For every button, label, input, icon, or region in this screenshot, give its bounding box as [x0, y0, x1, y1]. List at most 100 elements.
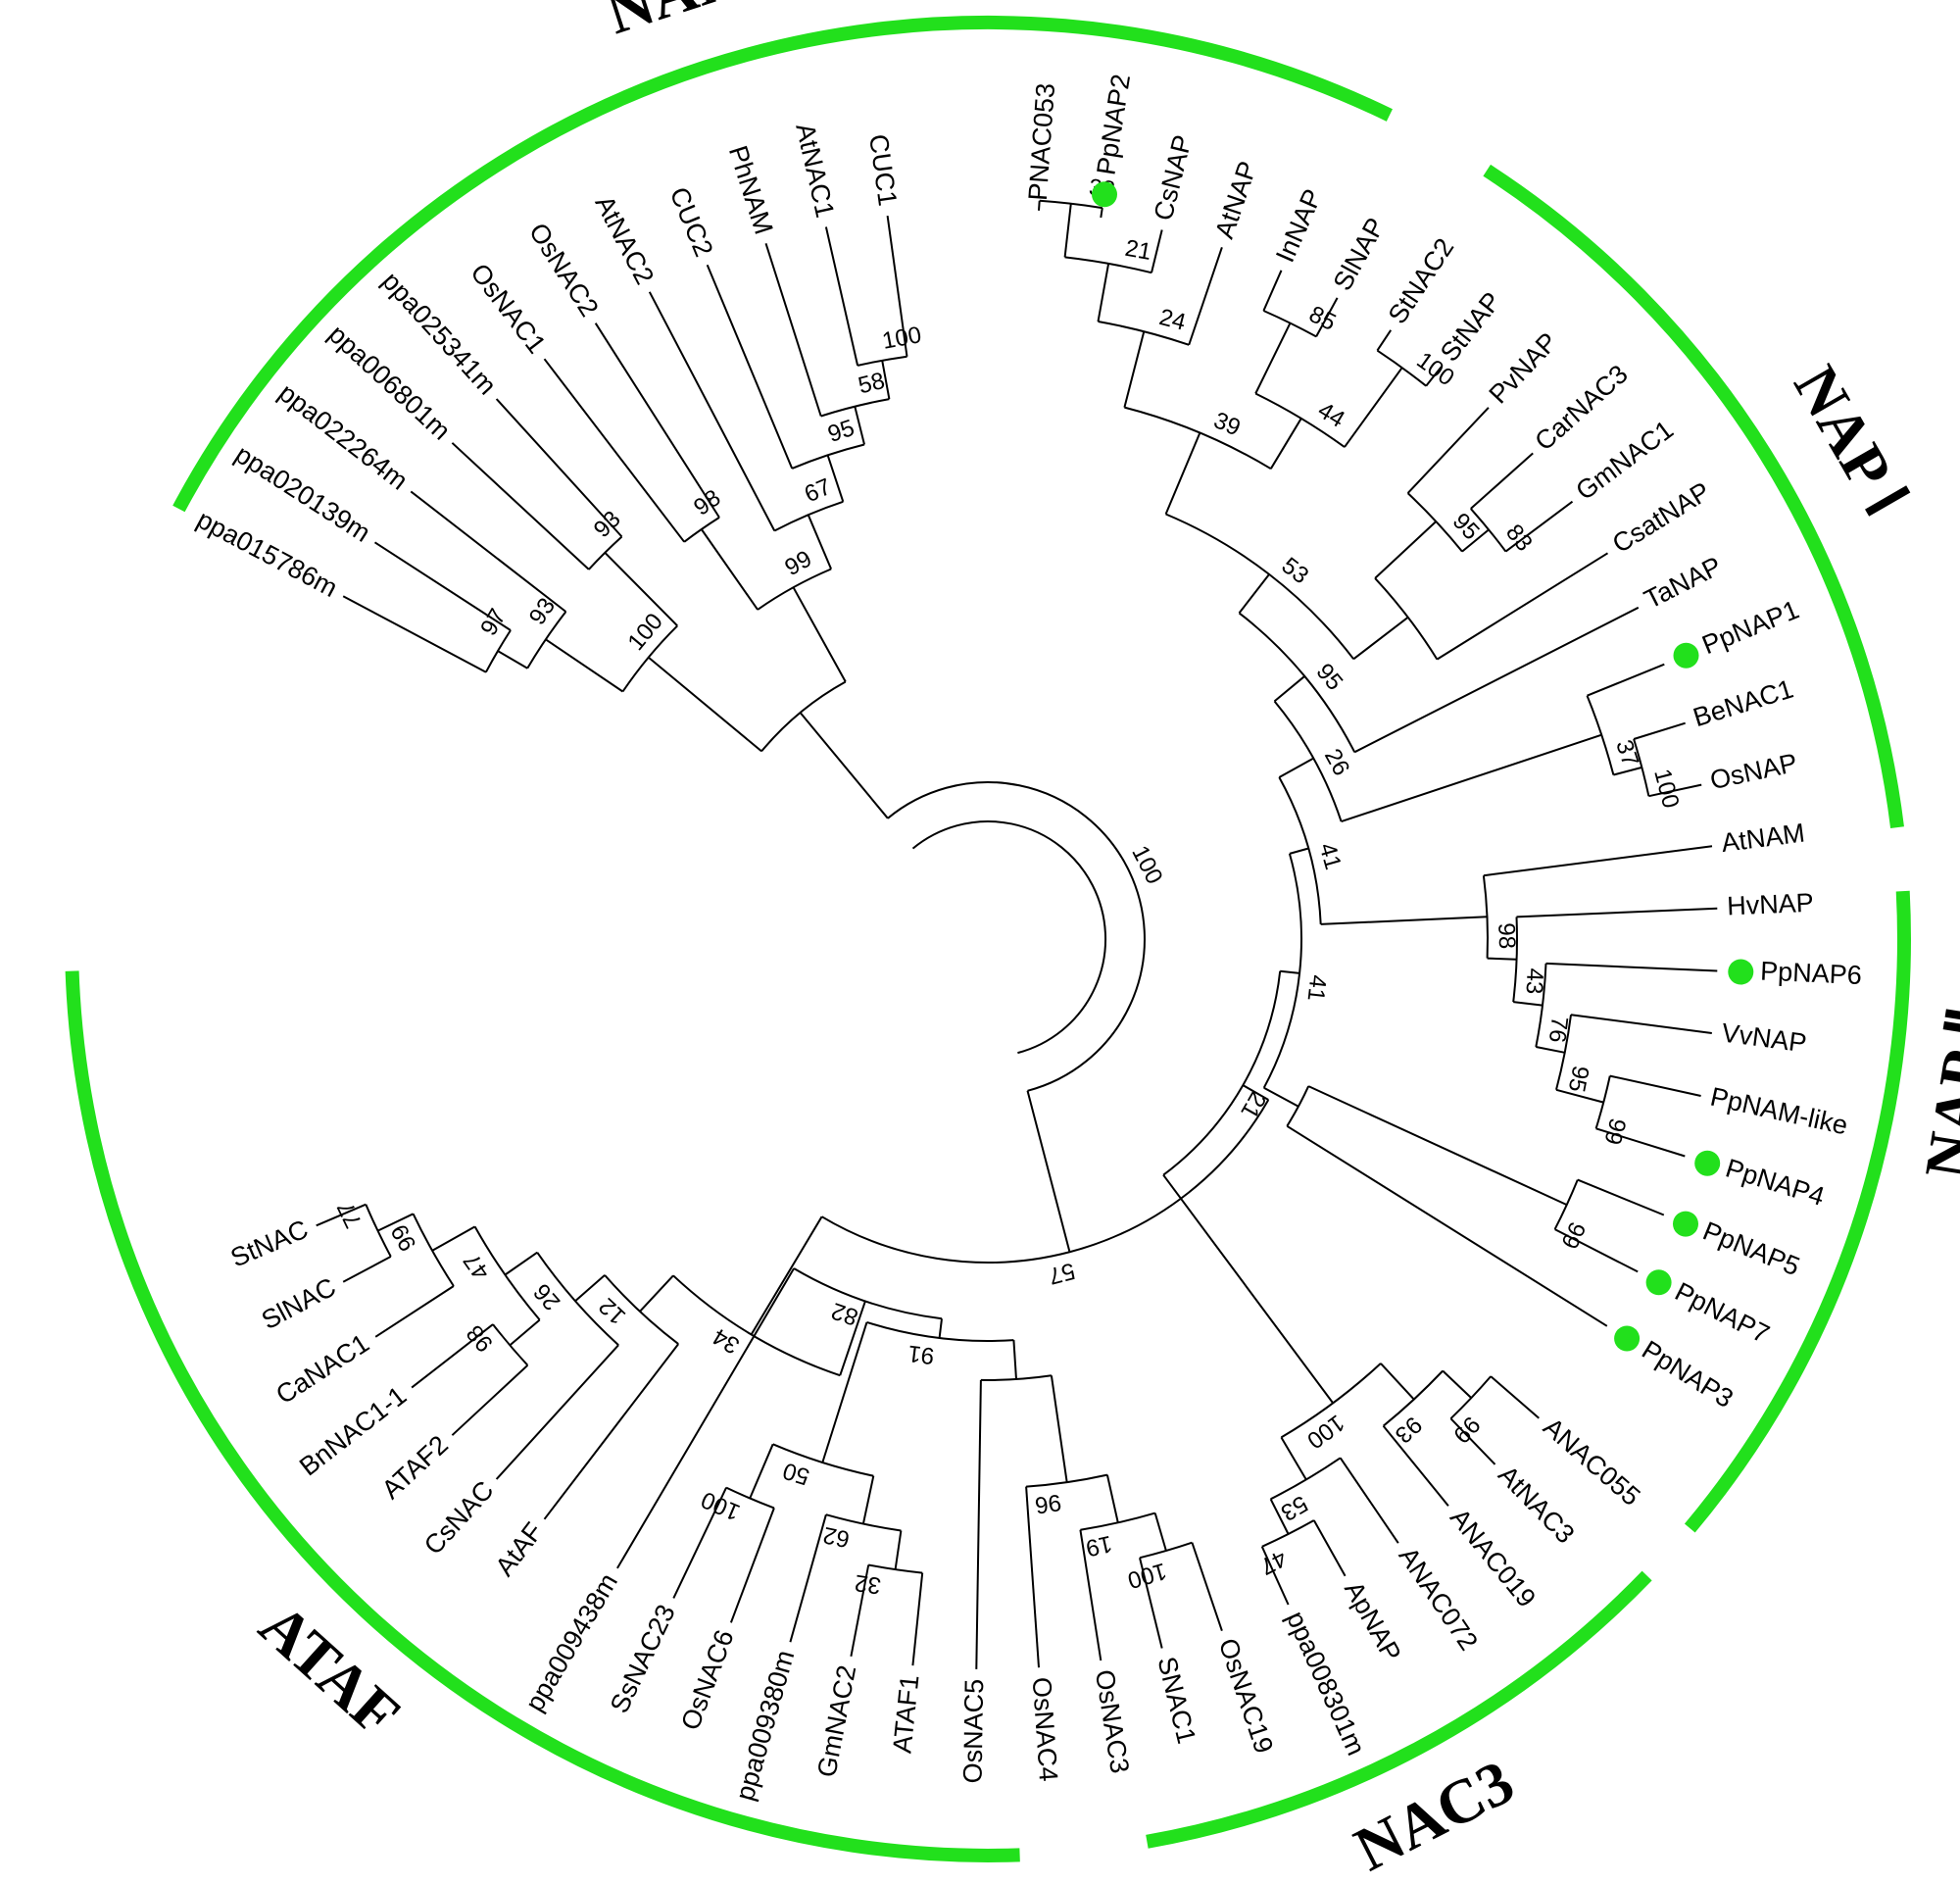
leaf-labels: ppa015786mppa020139mppa022264mppa006801m…	[192, 73, 1862, 1805]
branch-n53b	[1280, 1436, 1307, 1480]
leaf-PpNAM-like: PpNAM-like	[1708, 1082, 1851, 1141]
branch-n21a	[1242, 1084, 1269, 1101]
branch-n47b	[504, 1251, 538, 1276]
bootstrap-n47: 47	[1255, 1545, 1291, 1580]
branch-n41a	[1289, 847, 1309, 855]
branch-n44	[1269, 418, 1302, 470]
highlight-dot-icon	[1673, 1211, 1698, 1237]
highlight-dot-icon	[1728, 959, 1754, 985]
bootstrap-n100d: 100	[1125, 1558, 1170, 1594]
branch-nam93a	[545, 638, 624, 693]
clade-bar-nap1	[1483, 164, 1904, 828]
leaf-label: AtNAC2	[589, 191, 660, 289]
leaf-label: PpNAP5	[1699, 1215, 1804, 1281]
branch-SsNAC23	[672, 1487, 728, 1599]
branch-SlNAC	[342, 1256, 392, 1283]
leaf-label: PvNAP	[1484, 327, 1564, 410]
leaf-CsNAC: CsNAC	[418, 1475, 500, 1561]
branch-BeNAC1	[1633, 721, 1686, 740]
leaf-label: TaNAP	[1640, 551, 1727, 615]
branch-InNAP	[1262, 270, 1283, 312]
branch-SNAC1	[1139, 1557, 1163, 1649]
bootstrap-n99b: 99	[1555, 1217, 1591, 1253]
bootstrap-n32: 32	[853, 1569, 882, 1600]
branch-ppa025341m	[495, 398, 623, 538]
leaf-PpNAP6: PpNAP6	[1728, 957, 1862, 990]
leaf-label: AtNAP	[1209, 158, 1262, 242]
bootstrap-c95: 95	[824, 415, 858, 448]
branch-StNAC2	[1376, 329, 1393, 352]
clade-bars	[65, 15, 1911, 1862]
leaf-SNAC1: SNAC1	[1152, 1654, 1201, 1747]
leaf-PhNAM: PhNAM	[723, 142, 779, 238]
leaf-label: ApNAP	[1339, 1576, 1406, 1666]
leaf-label: PpNAM-like	[1708, 1082, 1851, 1141]
branch-OsNAC19	[1191, 1542, 1223, 1632]
leaf-label: SsNAC23	[605, 1600, 681, 1717]
leaf-ppa008301m: ppa008301m	[1281, 1607, 1371, 1760]
branch-n99e	[431, 1225, 476, 1252]
leaf-VvNAP: VvNAP	[1720, 1017, 1808, 1058]
clade-bar-ataf	[65, 970, 1020, 1862]
branch-PpNAP5	[1577, 1178, 1665, 1216]
leaf-label: ppa009438m	[519, 1568, 623, 1716]
leaf-label: SlNAC	[257, 1272, 341, 1336]
leaf-AtNAP: AtNAP	[1209, 158, 1262, 242]
highlight-dot-icon	[1673, 642, 1699, 669]
bootstrap-n100c: 100	[1301, 1410, 1348, 1455]
branch-CaNAC1	[374, 1285, 455, 1338]
branch-n12	[639, 1274, 674, 1313]
branch-arc-n53	[1165, 513, 1354, 660]
branch-n57	[1026, 1090, 1071, 1253]
branch-OsNAC5	[975, 1379, 982, 1669]
leaf-ANAC072: ANAC072	[1394, 1542, 1484, 1656]
leaf-label: AtNAC1	[790, 121, 840, 221]
bootstrap-values: 9793931009810058956799382124851004439839…	[332, 174, 1684, 1599]
branch-n53	[1238, 573, 1270, 615]
highlight-dot-icon	[1645, 1269, 1672, 1296]
tree-branches	[316, 199, 1718, 1669]
bootstrap-n41b: 41	[1302, 973, 1332, 1003]
branch-arc-n47b	[473, 1225, 541, 1321]
leaf-label: PpNAP6	[1760, 957, 1863, 990]
branch-n41b	[1280, 969, 1300, 974]
branch-arc-n78	[793, 1267, 943, 1320]
leaf-label: OsNAP	[1707, 748, 1799, 795]
bootstrap-n77: 77	[332, 1197, 368, 1232]
clade-label-nam: NAM	[598, 0, 761, 47]
leaf-ATAF1: ATAF1	[887, 1673, 924, 1755]
bootstrap-n76: 76	[1544, 1015, 1573, 1044]
branch-arc-n77	[365, 1204, 392, 1258]
leaf-label: ppa008301m	[1281, 1607, 1371, 1760]
branch-n21	[1097, 263, 1110, 322]
bootstrap-n41a: 41	[1313, 840, 1346, 872]
branch-ANAC055	[1490, 1375, 1540, 1419]
leaf-StNAP: StNAP	[1435, 286, 1507, 367]
bootstrap-n21: 21	[1123, 235, 1153, 266]
bootstrap-n26: 26	[1319, 745, 1355, 780]
leaf-label: GmNAC2	[811, 1662, 861, 1779]
branch-GmNAC1	[1504, 500, 1574, 553]
leaf-label: ANAC055	[1538, 1413, 1645, 1512]
leaf-StNAC2: StNAC2	[1383, 233, 1460, 329]
branch-ppa006801m	[451, 442, 590, 570]
bootstrap-n99a: 99	[1598, 1116, 1631, 1148]
branch-n38	[1063, 203, 1072, 258]
leaf-label: CsatNAP	[1607, 476, 1715, 559]
branch-nam93b	[604, 552, 678, 627]
bootstrap-c67: 67	[801, 473, 835, 508]
clade-bar-nac3	[1146, 1570, 1652, 1849]
leaf-label: PpNAP1	[1698, 595, 1803, 661]
branch-n99b	[1307, 1085, 1568, 1207]
branch-n99c	[1263, 1086, 1299, 1108]
branch-c95	[826, 454, 845, 503]
bootstrap-n19: 19	[1083, 1530, 1114, 1562]
branch-PpNAP4	[1595, 1127, 1686, 1158]
branch-c100	[881, 360, 891, 400]
branch-n62	[861, 1475, 875, 1524]
branch-n100e	[749, 1443, 774, 1499]
bootstrap-n43: 43	[1521, 967, 1548, 995]
branch-PpNAP7	[1554, 1228, 1639, 1273]
branch-PNAC053	[1038, 200, 1041, 211]
branch-AtNAC3	[1449, 1417, 1496, 1465]
